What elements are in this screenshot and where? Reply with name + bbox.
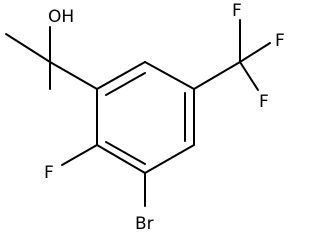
ring-bond-c6-c1 <box>144 61 195 90</box>
ring-double-bond-inner <box>105 72 146 96</box>
ring-bond-c4-c5 <box>144 144 195 174</box>
structure-canvas: OH F Br F F F <box>5 1 285 234</box>
hydroxyl-label: OH <box>48 7 74 27</box>
trifluoromethyl-group: F F F <box>193 1 285 112</box>
ring-double-bond-inner <box>105 141 146 165</box>
bond-ring-to-cf3-carbon <box>193 61 241 90</box>
ring-bond-c3-c4 <box>96 144 146 174</box>
bromo-substituent: Br <box>135 172 154 234</box>
hydroxy-isopropyl-group: OH <box>5 7 98 90</box>
bond-ring-to-fluorine <box>61 144 98 166</box>
fluorine-label: F <box>44 163 54 183</box>
cf3-fluorine-label-right: F <box>275 31 285 51</box>
ring-bond-c1-c2 <box>96 61 146 90</box>
cf3-fluorine-label-top: F <box>232 1 242 21</box>
cf3-fluorine-label-bottom: F <box>259 92 269 112</box>
bromine-label: Br <box>135 214 154 234</box>
benzene-ring <box>96 61 195 174</box>
bond-quaternary-carbon-to-methyl-left <box>5 33 51 63</box>
fluoro-substituent: F <box>44 144 98 183</box>
bond-cf3-to-fluorine-right <box>239 42 271 63</box>
molecule-structure: OH F Br F F F <box>5 1 285 234</box>
bond-ring-to-quaternary-carbon <box>49 61 98 90</box>
bond-cf3-to-fluorine-lower <box>239 61 259 91</box>
